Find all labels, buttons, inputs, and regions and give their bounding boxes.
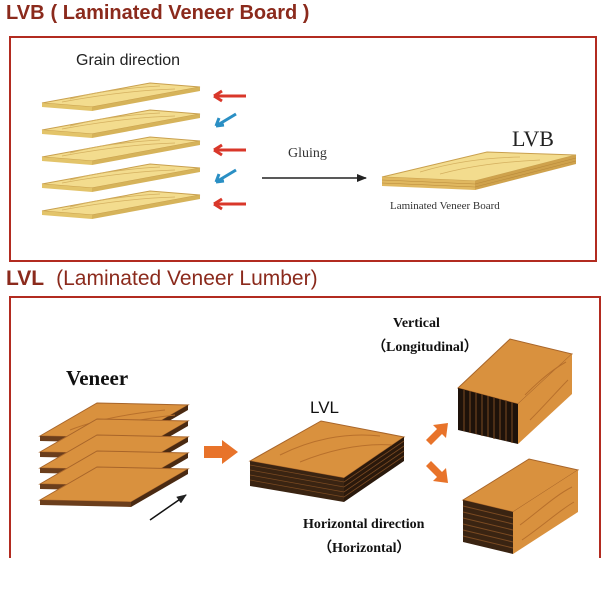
- lvl-code: LVL: [6, 267, 45, 290]
- horizontal-sub-label: （Horizontal）: [318, 541, 411, 556]
- grain-arrow-red: [213, 197, 246, 211]
- veneer-sheets-stack: [41, 82, 201, 219]
- grain-arrow-red: [213, 89, 246, 103]
- lvl-result-label: LVL: [310, 398, 339, 417]
- veneer-layer: [38, 466, 190, 507]
- grain-arrow-blue: [214, 168, 237, 184]
- lvb-board: [381, 151, 577, 190]
- vertical-label: Vertical: [393, 316, 440, 331]
- veneer-sheet: [41, 136, 201, 165]
- grain-arrow-red: [213, 143, 246, 157]
- grain-arrow-blue: [214, 112, 237, 128]
- process-arrow: [204, 440, 238, 464]
- grain-arrows: [213, 89, 246, 211]
- veneer-sheet: [41, 109, 201, 138]
- horizontal-arrow: [426, 461, 448, 483]
- grain-direction-label: Grain direction: [76, 52, 181, 69]
- lvb-result-caption: Laminated Veneer Board: [390, 200, 500, 212]
- lvb-result-label: LVB: [512, 126, 554, 151]
- lvb-name: ( Laminated Veneer Board ): [50, 2, 310, 24]
- veneer-sheet: [41, 190, 201, 219]
- lvb-title: LVB( Laminated Veneer Board ): [6, 2, 309, 25]
- grain-direction-arrow: [149, 494, 187, 521]
- lvl-name: (Laminated Veneer Lumber): [56, 267, 318, 290]
- lvl-panel: [9, 296, 601, 558]
- veneer-label: Veneer: [66, 366, 129, 390]
- lvl-block: [248, 420, 406, 502]
- lvb-code: LVB: [6, 2, 45, 24]
- horizontal-label: Horizontal direction: [303, 517, 425, 532]
- vertical-sub-label: （Longitudinal）: [372, 340, 478, 355]
- veneer-sheet: [41, 163, 201, 192]
- vertical-arrow: [426, 423, 448, 445]
- vertical-beam: [457, 338, 574, 444]
- gluing-label: Gluing: [288, 146, 327, 161]
- horizontal-beam: [461, 458, 580, 554]
- lvl-title: LVL (Laminated Veneer Lumber): [6, 267, 318, 291]
- lvb-panel: [9, 36, 597, 262]
- veneer-sheet: [41, 82, 201, 111]
- lvl-veneer-stack: [38, 402, 190, 507]
